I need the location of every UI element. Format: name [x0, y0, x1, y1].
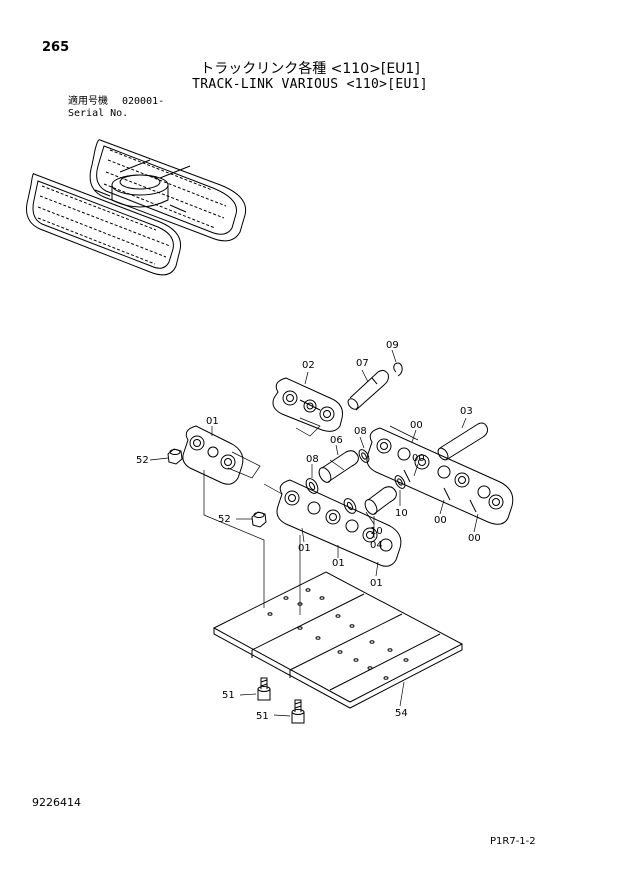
clip-09 [393, 362, 403, 377]
callout-09: 09 [386, 340, 399, 351]
callout-04: 04 [370, 540, 383, 551]
callout-00-mid: 00 [412, 453, 425, 464]
serial-label-en: Serial No. [68, 108, 129, 119]
callout-00-top: 00 [410, 420, 423, 431]
bolt-51-a [257, 677, 271, 701]
nut-52-a [167, 448, 183, 465]
assembly-guide-lines [203, 417, 419, 615]
serial-label-jp: 適用号機 [68, 96, 108, 107]
seal-10-a [343, 498, 357, 514]
callout-01-mid: 01 [298, 543, 311, 554]
callout-00-lower: 00 [434, 515, 447, 526]
bushing-04 [364, 486, 397, 515]
link-chain-00 [366, 427, 514, 525]
link-01-left [182, 425, 244, 485]
link-chain-01-middle [276, 479, 402, 567]
callout-54: 54 [395, 708, 408, 719]
page-number: 265 [42, 40, 70, 55]
serial-info: 適用号機 020001- Serial No. [68, 96, 164, 120]
page-reference: P1R7-1-2 [490, 836, 536, 847]
track-shoe-54 [212, 571, 464, 709]
bushing-06 [318, 450, 359, 483]
callout-06: 06 [330, 435, 343, 446]
link-02 [272, 377, 343, 432]
seal-08-b [358, 449, 370, 463]
callout-08-left: 08 [306, 454, 319, 465]
bolt-51-b [291, 699, 305, 724]
serial-value: 020001- [122, 96, 165, 107]
callout-02: 02 [302, 360, 315, 371]
seal-08-a [305, 478, 319, 494]
callout-10-right: 10 [395, 508, 408, 519]
callout-51-lower: 51 [256, 711, 269, 722]
title-english: TRACK-LINK VARIOUS <110>[EU1] [192, 77, 428, 92]
seal-10-b [394, 475, 406, 489]
callout-08-top: 08 [354, 426, 367, 437]
callout-01-top: 01 [206, 416, 219, 427]
callout-52-upper: 52 [136, 455, 149, 466]
callout-03: 03 [460, 406, 473, 417]
document-number: 9226414 [32, 796, 81, 809]
pin-03 [437, 422, 488, 461]
callout-10-left: 10 [370, 526, 383, 537]
leader-lines [149, 349, 479, 717]
title-japanese: トラックリンク各種 <110>[EU1] [200, 61, 420, 77]
callout-52-lower: 52 [218, 514, 231, 525]
callout-51-upper: 51 [222, 690, 235, 701]
callout-01-bottom: 01 [370, 578, 383, 589]
callout-01-lower: 01 [332, 558, 345, 569]
nut-52-b [251, 511, 267, 528]
pin-07 [347, 369, 389, 411]
undercarriage-overview [26, 139, 247, 276]
callout-07: 07 [356, 358, 369, 369]
callout-00-bottom: 00 [468, 533, 481, 544]
